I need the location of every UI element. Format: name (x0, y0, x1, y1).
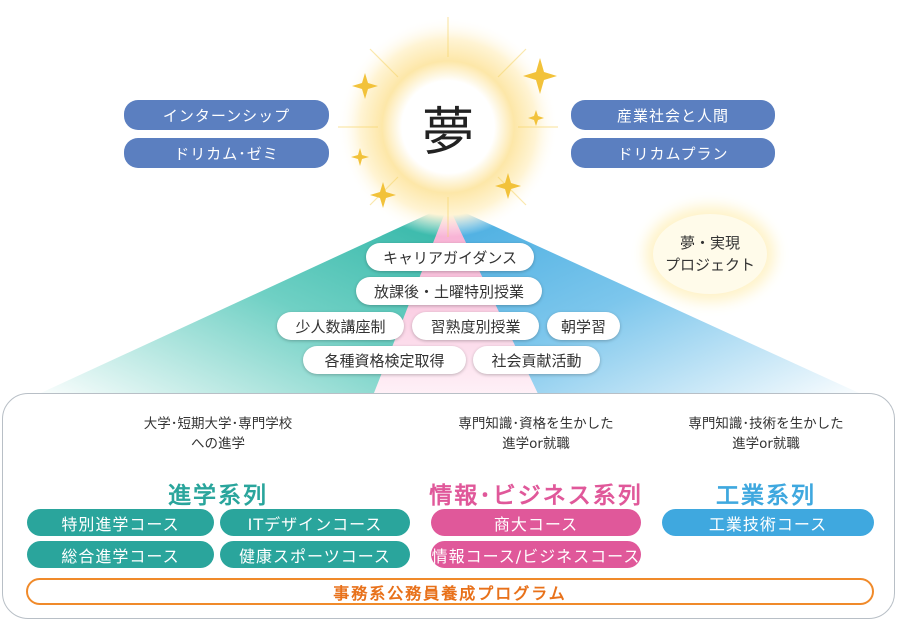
course-it-design: ITデザインコース (220, 509, 410, 536)
track-2-desc-line-1: 専門知識･資格を生かした (458, 416, 614, 432)
sparkle-icon (528, 110, 544, 126)
track-3-desc-line-1: 専門知識･技術を生かした (688, 416, 844, 432)
pill-sangyo-shakai: 産業社会と人間 (571, 100, 775, 130)
course-kogyo-gijutsu: 工業技術コース (662, 509, 874, 536)
sparkle-icon (352, 73, 378, 99)
track-1-desc-line-2: への進学 (191, 436, 245, 452)
project-line-2: プロジェクト (664, 256, 755, 274)
pill-dorikamu-zemi: ドリカム･ゼミ (124, 138, 329, 168)
pyramid-item-career-guidance: キャリアガイダンス (366, 243, 534, 271)
track-2-heading: 情報･ビジネス系列 (429, 483, 643, 509)
pyramid-item-small-class: 少人数講座制 (277, 312, 404, 340)
sparkle-icon (351, 148, 369, 166)
track-1-desc-line-1: 大学･短期大学･専門学校 (143, 416, 293, 432)
sparkle-icon (523, 58, 557, 94)
track-3-description: 専門知識･技術を生かした 進学or就職 (646, 414, 886, 454)
civil-service-program: 事務系公務員養成プログラム (26, 578, 874, 605)
course-sogo-shingaku: 総合進学コース (27, 541, 214, 568)
course-shodai: 商大コース (431, 509, 641, 536)
pill-dorikamu-plan: ドリカムプラン (571, 138, 775, 168)
pyramid-item-qualifications: 各種資格検定取得 (303, 346, 466, 374)
track-2-desc-line-2: 進学or就職 (502, 436, 570, 452)
track-3-heading: 工業系列 (716, 483, 816, 509)
track-2-description: 専門知識･資格を生かした 進学or就職 (416, 414, 656, 454)
course-kenko-sports: 健康スポーツコース (220, 541, 410, 568)
pyramid-item-proficiency: 習熟度別授業 (412, 312, 539, 340)
track-1-heading: 進学系列 (168, 483, 268, 509)
dream-kanji: 夢 (405, 84, 491, 170)
course-tokubetsu-shingaku: 特別進学コース (27, 509, 214, 536)
sparkles (351, 58, 557, 208)
project-line-1: 夢・実現 (679, 234, 740, 252)
sparkle-icon (370, 182, 396, 208)
pyramid-item-social-contribution: 社会貢献活動 (473, 346, 600, 374)
pyramid-item-morning-study: 朝学習 (547, 312, 620, 340)
track-3-desc-line-2: 進学or就職 (732, 436, 800, 452)
pyramid-item-after-school: 放課後・土曜特別授業 (356, 277, 542, 305)
sparkle-icon (495, 173, 521, 199)
pill-internship: インターンシップ (124, 100, 329, 130)
dream-project-badge: 夢・実現 プロジェクト (653, 214, 767, 294)
track-1-description: 大学･短期大学･専門学校 への進学 (98, 414, 338, 454)
course-joho-business: 情報コース/ビジネスコース (431, 541, 641, 568)
